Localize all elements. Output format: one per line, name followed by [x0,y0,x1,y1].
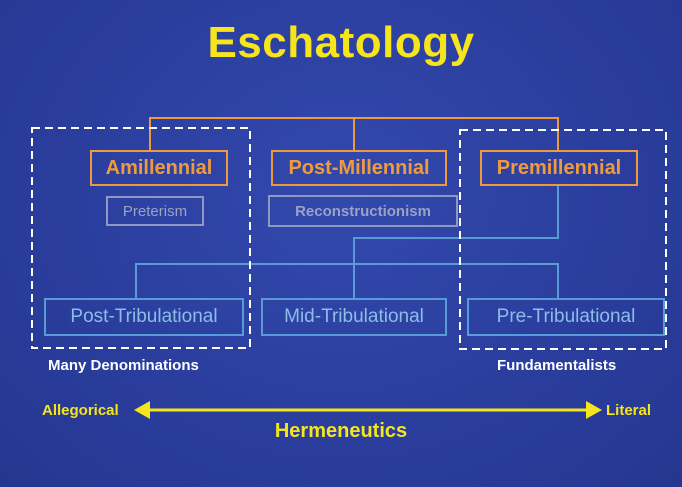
hermeneutics-arrow [134,401,602,419]
premillennial-node: Premillennial [480,150,638,186]
pre-tribulational-node: Pre-Tribulational [467,298,665,336]
fundamentalists-frame [459,129,667,350]
arrow-right-head-icon [586,401,602,419]
hermeneutics-label: Hermeneutics [274,420,408,442]
allegorical-label: Allegorical [42,402,119,419]
tribulation-connectors [135,186,559,298]
post-millennial-node: Post-Millennial [271,150,447,186]
tribulation-bar-line [135,263,559,298]
group-frames [31,127,667,350]
many-denominations-label: Many Denominations [48,357,199,374]
many-denominations-frame [31,127,251,349]
premillennial-to-mid-line [353,186,559,298]
slide-title: Eschatology [207,18,475,67]
literal-label: Literal [606,402,652,419]
post-tribulational-node: Post-Tribulational [44,298,244,336]
fundamentalists-label: Fundamentalists [497,357,617,374]
amillennial-node: Amillennial [90,150,228,186]
millennial-connectors [149,117,559,150]
reconstructionism-node: Reconstructionism [268,195,458,227]
arrow-left-head-icon [134,401,150,419]
preterism-node: Preterism [106,196,204,226]
mid-tribulational-node: Mid-Tribulational [261,298,447,336]
